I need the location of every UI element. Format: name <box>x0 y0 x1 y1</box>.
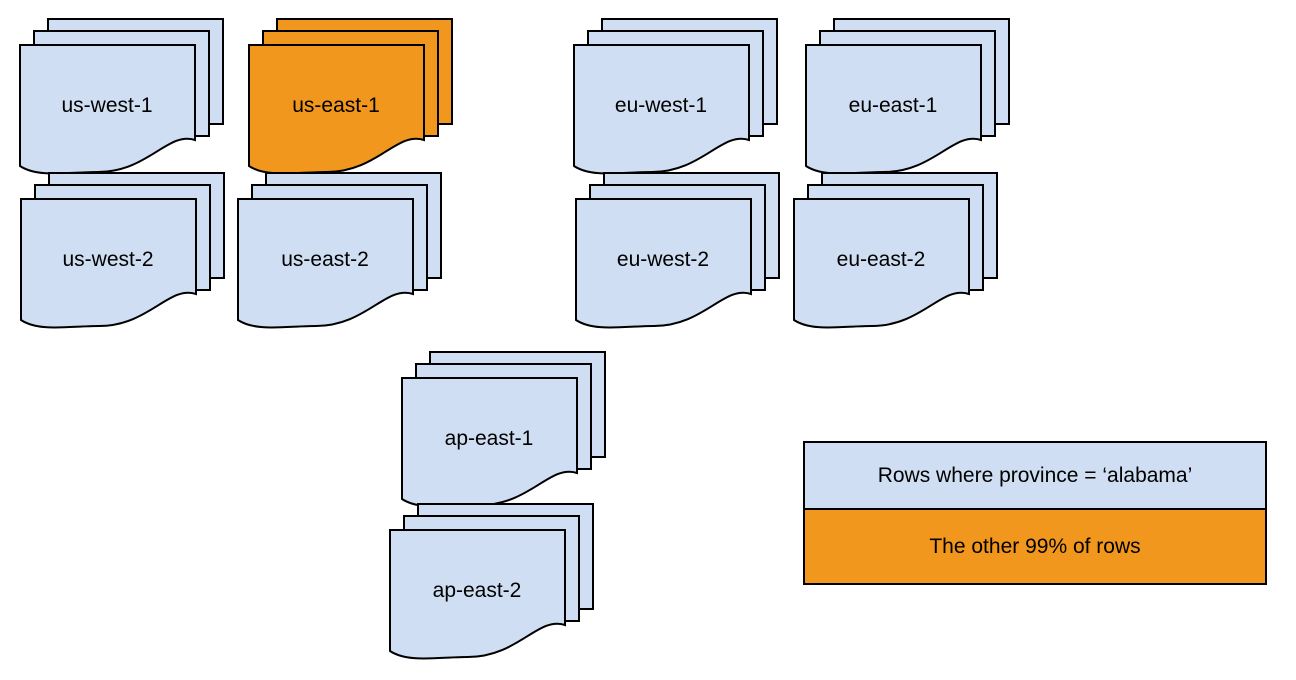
region-label: ap-east-1 <box>445 427 534 450</box>
region-label: us-west-1 <box>61 94 152 117</box>
region-label: ap-east-2 <box>433 579 522 602</box>
document-page-front <box>237 198 414 329</box>
region-stack-eu-west-1: eu-west-1 <box>573 18 778 175</box>
document-page-front <box>575 198 752 329</box>
document-page-front <box>20 198 197 329</box>
legend-item-label: Rows where province = ‘alabama’ <box>877 463 1193 487</box>
region-stack-ap-east-1: ap-east-1 <box>401 351 606 508</box>
region-stack-eu-west-2: eu-west-2 <box>575 172 780 329</box>
region-label: eu-west-2 <box>617 248 709 271</box>
region-label: eu-east-1 <box>849 94 938 117</box>
region-label: eu-east-2 <box>837 248 926 271</box>
legend-item-label: The other 99% of rows <box>929 534 1141 558</box>
region-stack-us-west-2: us-west-2 <box>20 172 225 329</box>
legend: Rows where province = ‘alabama’ The othe… <box>803 441 1267 585</box>
region-stack-eu-east-2: eu-east-2 <box>793 172 998 329</box>
region-stack-eu-east-1: eu-east-1 <box>805 18 1010 175</box>
region-label: eu-west-1 <box>615 94 707 117</box>
region-label: us-east-1 <box>292 94 380 117</box>
legend-item-alabama-rows: Rows where province = ‘alabama’ <box>805 443 1265 510</box>
region-stack-us-east-2: us-east-2 <box>237 172 442 329</box>
legend-item-other-rows: The other 99% of rows <box>805 510 1265 583</box>
document-page-front <box>19 44 196 175</box>
region-stack-ap-east-2: ap-east-2 <box>389 503 594 660</box>
document-page-front <box>793 198 970 329</box>
region-label: us-west-2 <box>62 248 153 271</box>
region-stack-us-west-1: us-west-1 <box>19 18 224 175</box>
document-page-front <box>573 44 750 175</box>
region-stack-us-east-1: us-east-1 <box>248 18 453 175</box>
document-page-front <box>389 529 566 660</box>
region-label: us-east-2 <box>281 248 369 271</box>
